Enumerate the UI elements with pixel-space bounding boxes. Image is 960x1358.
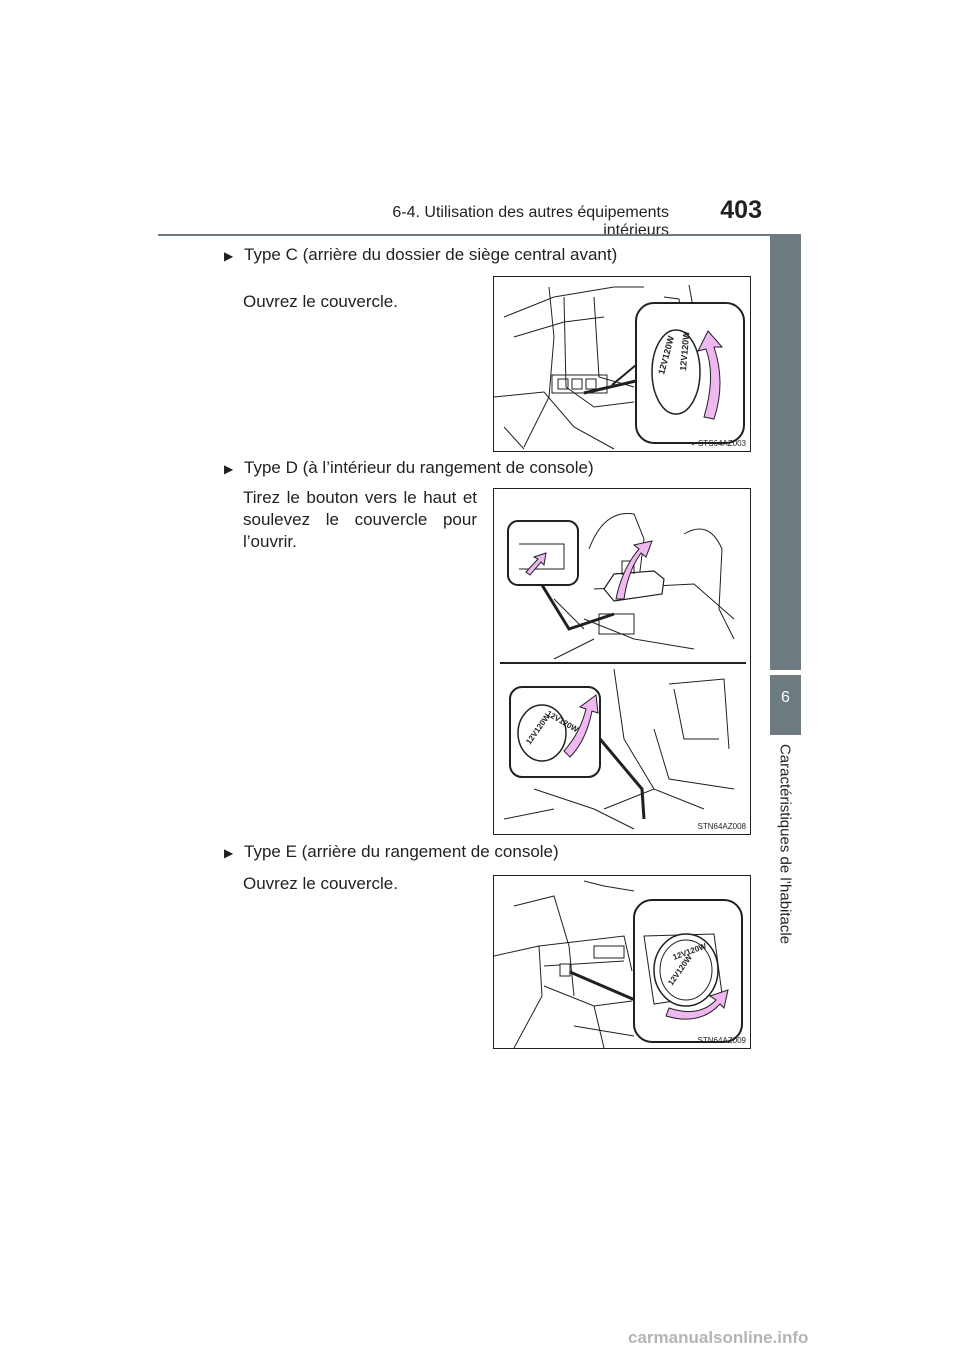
item-instruction: Ouvrez le couvercle. [243,874,398,893]
open-arrow-icon [665,989,729,1020]
item-heading-type-c: ▶ Type C (arrière du dossier de siège cen… [224,245,617,265]
triangle-right-icon: ▶ [224,249,234,263]
figure-type-d-illustration: 12V120W 12V120W [500,512,746,830]
figure-type-c: 12V120W 12V120W STS64AZ003 [493,276,751,452]
chapter-label: Caractéristiques de l’habitacle [776,743,794,945]
header-divider [158,234,801,236]
socket-label-right: 12V120W [678,330,691,371]
lift-arrow-icon [615,540,653,600]
page-number: 403 [720,196,762,224]
chapter-number: 6 [781,689,790,706]
watermark: carmanualsonline.info [628,1328,809,1347]
figure-type-d: 12V120W 12V120W STN64AZ008 [493,488,751,835]
figure-type-e-illustration: 12V120W 12V120W [494,880,743,1048]
item-heading-type-e: ▶ Type E (arrière du rangement de console… [224,842,559,862]
figure-code: STS64AZ003 [697,439,746,448]
chapter-number-tab[interactable] [770,675,801,735]
item-heading-text: Type E (arrière du rangement de console) [244,842,559,861]
figure-code: STN64AZ008 [697,822,746,831]
open-arrow-icon [697,330,724,420]
item-instruction: Ouvrez le couvercle. [243,292,398,311]
item-instruction: Tirez le bouton vers le haut et soulevez… [243,488,477,551]
item-heading-text: Type D (à l’intérieur du rangement de co… [244,458,594,477]
item-heading-text: Type C (arrière du dossier de siège cent… [244,245,618,264]
triangle-right-icon: ▶ [224,846,234,860]
item-heading-type-d: ▶ Type D (à l’intérieur du rangement de c… [224,458,594,478]
figure-type-e: 12V120W 12V120W STN64AZ009 [493,875,751,1049]
figure-code: STN64AZ009 [697,1036,746,1045]
side-bar-upper [770,236,801,670]
open-arrow-icon [563,694,599,758]
pull-arrow-icon [525,552,547,576]
triangle-right-icon: ▶ [224,462,234,476]
figure-type-c-illustration: 12V120W 12V120W [494,284,745,450]
